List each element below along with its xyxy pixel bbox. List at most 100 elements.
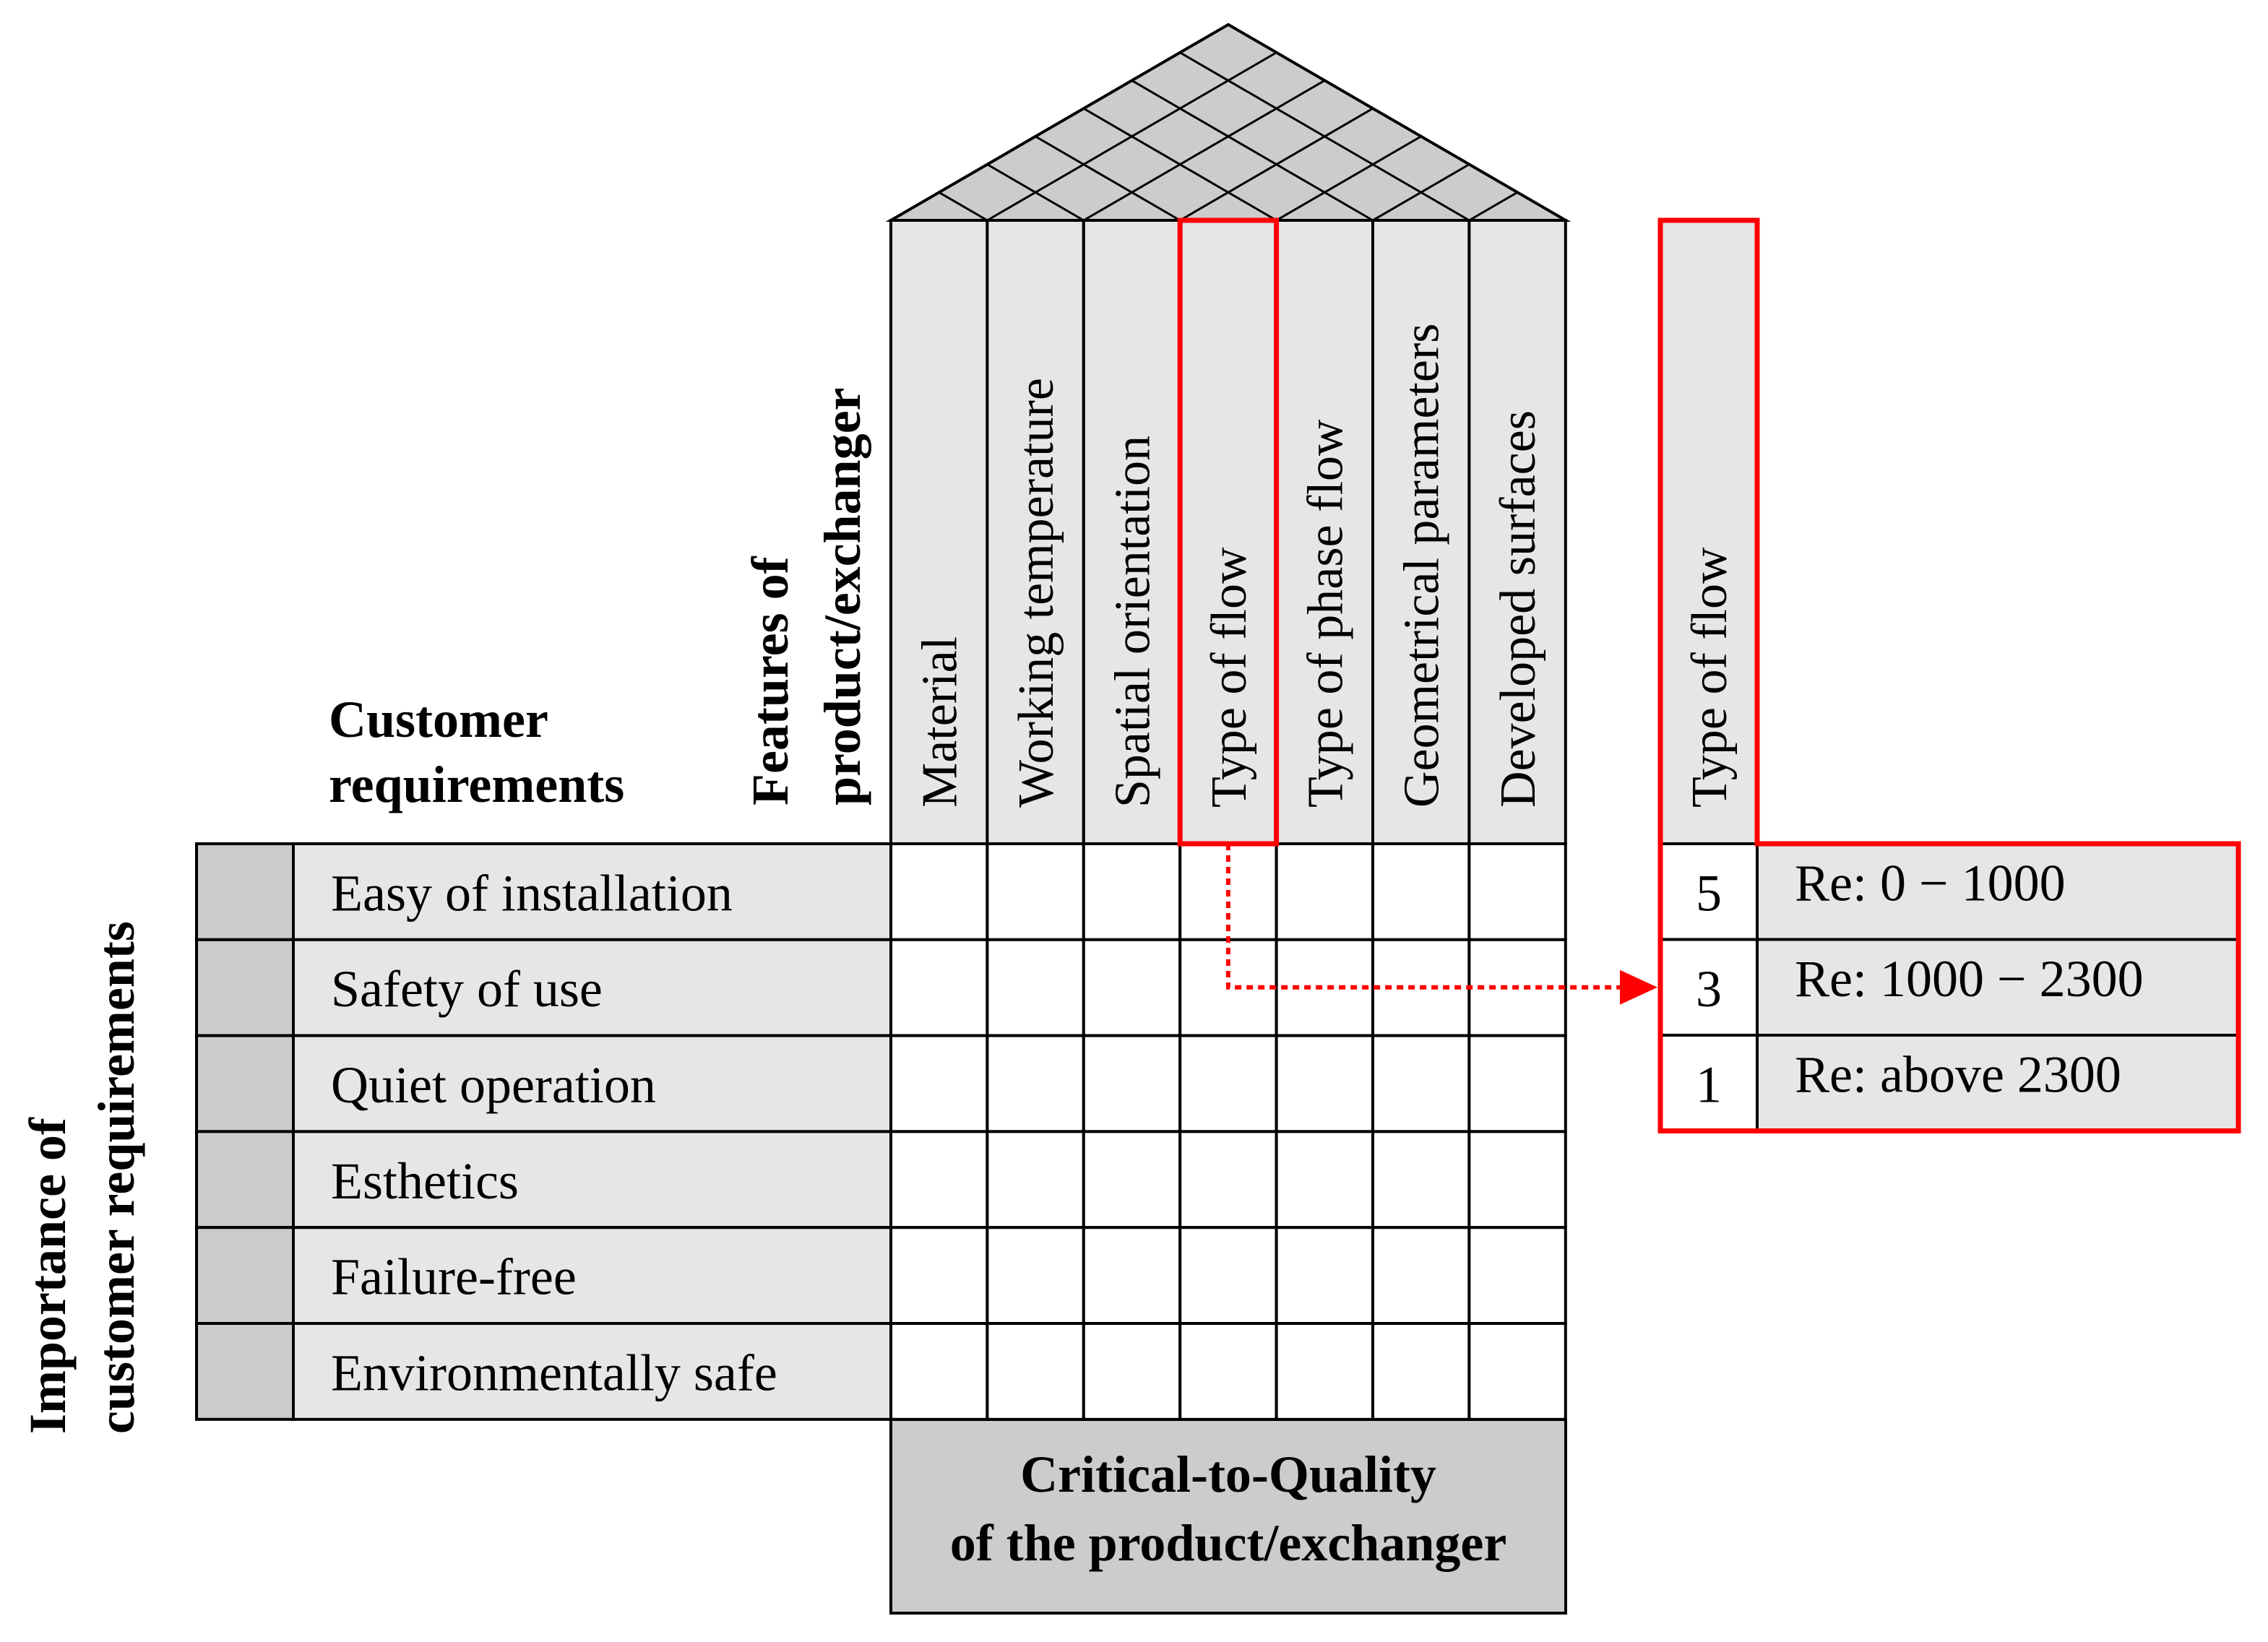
ctq-background xyxy=(889,1418,1567,1615)
matrix-cell xyxy=(1371,1322,1471,1421)
connector-dotted-line xyxy=(1225,844,1653,990)
matrix-cell xyxy=(1178,1034,1278,1133)
feature-column-header: Geometrical parameters xyxy=(1371,219,1471,845)
requirement-label: Quiet operation xyxy=(331,1056,656,1114)
importance-cell xyxy=(195,938,295,1037)
requirement-cell xyxy=(292,1226,892,1325)
roof-line xyxy=(1083,79,1326,222)
feature-column-header: Material xyxy=(889,219,989,845)
correlation-roof xyxy=(885,22,1571,222)
detail-range-cell xyxy=(1756,842,2240,941)
matrix-cell xyxy=(986,1034,1085,1133)
feature-label: Spatial orientation xyxy=(1105,436,1161,808)
matrix-cell xyxy=(1467,1226,1567,1325)
feature-label: Type of flow xyxy=(1202,547,1257,808)
matrix-cell xyxy=(1082,842,1182,941)
detail-score: 1 xyxy=(1696,1055,1722,1113)
roof-line xyxy=(1275,135,1422,222)
roof-line xyxy=(1035,135,1181,222)
detail-range-cell xyxy=(1756,938,2240,1037)
matrix-cell xyxy=(1371,1034,1471,1133)
roof-grid-lines xyxy=(938,51,1518,222)
requirement-row: Safety of use xyxy=(195,938,892,1037)
detail-row: 3 Re: 1000 − 2300 xyxy=(1659,938,2240,1037)
importance-cell xyxy=(195,1322,295,1421)
roof-line xyxy=(938,191,988,222)
feature-header-cell xyxy=(889,219,989,845)
matrix-cell xyxy=(1371,1226,1471,1325)
roof-line xyxy=(1468,191,1518,222)
ctq-label-line1: Critical-to-Quality xyxy=(1020,1446,1436,1503)
matrix-cell xyxy=(1082,1322,1182,1421)
matrix-cell xyxy=(1082,1226,1182,1325)
feature-column-header: Developed surfaces xyxy=(1467,219,1567,845)
matrix-cell xyxy=(1275,1034,1374,1133)
matrix-cell xyxy=(1178,1226,1278,1325)
requirement-row: Failure-free xyxy=(195,1226,892,1325)
ctq-label-line2: of the product/exchanger xyxy=(950,1514,1507,1572)
customer-requirements-label-line1: Customer xyxy=(329,691,548,748)
requirement-row: Environmentally safe xyxy=(195,1322,892,1421)
detail-range: Re: above 2300 xyxy=(1795,1045,2121,1103)
roof-triangle xyxy=(885,22,1571,222)
matrix-cell xyxy=(986,938,1085,1037)
detail-header-label: Type of flow xyxy=(1682,547,1738,808)
matrix-cell xyxy=(1467,842,1567,941)
matrix-cell xyxy=(1371,842,1471,941)
matrix-cell xyxy=(889,1034,989,1133)
side-labels: Customer requirements Features of produc… xyxy=(19,387,871,1434)
matrix-cell xyxy=(1275,1130,1374,1230)
matrix-cell xyxy=(986,1322,1085,1421)
connector-arrowhead xyxy=(1620,969,1657,1005)
importance-cell xyxy=(195,1226,295,1325)
importance-cell xyxy=(195,1034,295,1133)
feature-label: Developed surfaces xyxy=(1491,410,1546,808)
importance-cell xyxy=(195,1130,295,1230)
feature-column-header: Working temperature xyxy=(986,219,1085,845)
feature-label: Working temperature xyxy=(1009,378,1064,808)
feature-column-header: Type of flow xyxy=(1178,219,1278,845)
roof-line xyxy=(1083,107,1277,222)
detail-range-cell xyxy=(1756,1034,2240,1133)
requirement-label: Esthetics xyxy=(331,1152,519,1210)
roof-line xyxy=(986,163,1085,222)
matrix-cell xyxy=(1275,1322,1374,1421)
importance-label-line2: customer requirements xyxy=(87,921,145,1434)
matrix-cell xyxy=(1467,1034,1567,1133)
requirement-row: Easy of installation xyxy=(195,842,892,941)
matrix-cell xyxy=(1467,1322,1567,1421)
feature-header-cell xyxy=(1082,219,1182,845)
importance-cell xyxy=(195,842,295,941)
detail-range: Re: 1000 − 2300 xyxy=(1795,950,2144,1008)
detail-row: 1 Re: above 2300 xyxy=(1659,1034,2240,1133)
feature-headers: Material Working temperature Spatial orien… xyxy=(889,219,1567,845)
ctq-box: Critical-to-Quality of the product/excha… xyxy=(889,1418,1567,1615)
detail-score: 3 xyxy=(1696,960,1722,1018)
customer-requirements-label-line2: requirements xyxy=(329,756,624,813)
matrix-cell xyxy=(889,1130,989,1230)
feature-label: Type of phase flow xyxy=(1298,419,1353,808)
matrix-cell xyxy=(1082,938,1182,1037)
requirement-cell xyxy=(292,1034,892,1133)
requirement-label: Safety of use xyxy=(331,960,603,1018)
requirement-label: Environmentally safe xyxy=(331,1344,777,1401)
matrix-cell xyxy=(1178,1130,1278,1230)
matrix-cell xyxy=(889,1322,989,1421)
feature-label: Material xyxy=(913,636,968,808)
feature-label: Geometrical parameters xyxy=(1394,324,1450,808)
matrix-cell xyxy=(889,842,989,941)
detail-score: 5 xyxy=(1696,864,1722,922)
roof-line xyxy=(1131,79,1374,222)
features-label-line1: Features of xyxy=(741,556,799,805)
matrix-cell xyxy=(889,1226,989,1325)
feature-header-cell xyxy=(986,219,1085,845)
requirement-label: Failure-free xyxy=(331,1248,577,1306)
matrix-cell xyxy=(986,842,1085,941)
matrix-cell xyxy=(1275,938,1374,1037)
feature-header-cell xyxy=(1467,219,1567,845)
requirement-cell xyxy=(292,1130,892,1230)
